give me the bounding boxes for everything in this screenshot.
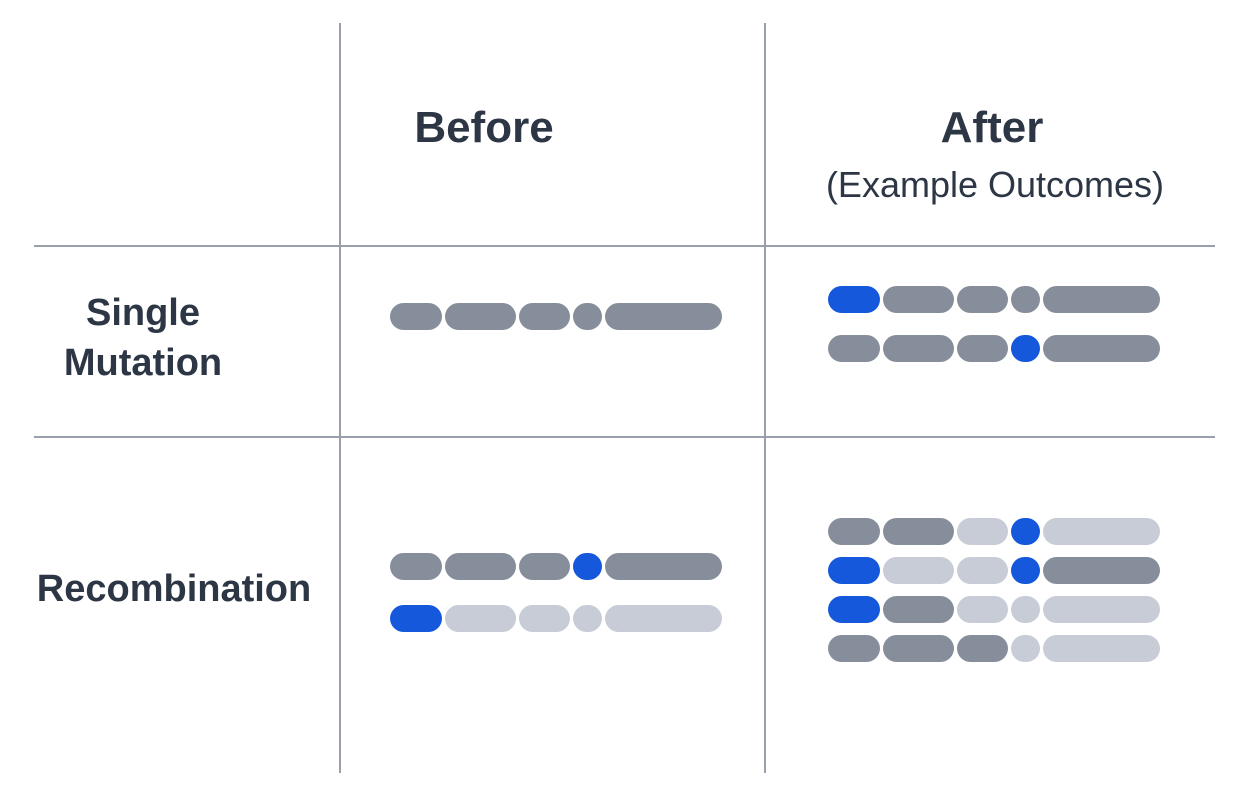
gene-segment-light [1043, 518, 1160, 545]
gene-segment-dark [519, 303, 570, 330]
gene-segment-blue [390, 605, 442, 632]
gene-segment-dark [828, 335, 880, 362]
gene-segment-dark [957, 286, 1008, 313]
chromosome-bar [390, 303, 722, 330]
gene-segment-dark [519, 553, 570, 580]
column-subheader-example-outcomes: (Example Outcomes) [825, 164, 1165, 205]
recombination-after-sequences [828, 518, 1160, 662]
gene-segment-dark [883, 286, 954, 313]
gene-segment-dark [883, 635, 954, 662]
gene-segment-blue [1011, 335, 1040, 362]
gene-segment-light [1043, 596, 1160, 623]
row-label-recombination: Recombination [36, 568, 312, 610]
chromosome-bar [390, 605, 722, 632]
gene-segment-dark [828, 635, 880, 662]
chromosome-bar [828, 557, 1160, 584]
gene-segment-dark [1043, 286, 1160, 313]
gene-segment-light [605, 605, 722, 632]
gene-segment-light [1011, 635, 1040, 662]
gene-segment-light [883, 557, 954, 584]
chromosome-bar [828, 518, 1160, 545]
chromosome-bar [828, 286, 1160, 313]
gene-segment-dark [957, 635, 1008, 662]
row-label-single-mutation-line1: Single [85, 292, 201, 334]
gene-segment-dark [883, 518, 954, 545]
chromosome-bar [828, 596, 1160, 623]
gene-segment-dark [957, 335, 1008, 362]
gene-segment-dark [445, 303, 516, 330]
gene-segment-blue [1011, 518, 1040, 545]
grid-horizontal-line-top [34, 245, 1215, 247]
gene-segment-blue [1011, 557, 1040, 584]
gene-segment-light [1043, 635, 1160, 662]
gene-segment-dark [605, 553, 722, 580]
grid-vertical-line-right [764, 23, 766, 773]
grid-horizontal-line-bottom [34, 436, 1215, 438]
gene-segment-light [1011, 596, 1040, 623]
chromosome-bar [828, 635, 1160, 662]
gene-segment-blue [828, 557, 880, 584]
gene-segment-light [957, 518, 1008, 545]
recombination-before-sequences [390, 553, 722, 632]
gene-segment-dark [883, 335, 954, 362]
single-mutation-before-sequences [390, 303, 722, 330]
row-label-single-mutation: Single Mutation [64, 288, 222, 388]
gene-segment-light [957, 596, 1008, 623]
single-mutation-after-sequences [828, 286, 1160, 362]
gene-segment-dark [883, 596, 954, 623]
grid-vertical-line-left [339, 23, 341, 773]
gene-segment-blue [828, 286, 880, 313]
gene-segment-dark [390, 553, 442, 580]
gene-segment-dark [605, 303, 722, 330]
gene-segment-dark [1011, 286, 1040, 313]
gene-segment-blue [573, 553, 602, 580]
gene-segment-dark [573, 303, 602, 330]
column-header-after: After [940, 103, 1044, 152]
gene-segment-dark [1043, 335, 1160, 362]
gene-segment-blue [828, 596, 880, 623]
gene-segment-light [519, 605, 570, 632]
chromosome-bar [390, 553, 722, 580]
row-label-single-mutation-line2: Mutation [63, 342, 223, 384]
gene-segment-light [573, 605, 602, 632]
gene-segment-light [957, 557, 1008, 584]
gene-segment-light [445, 605, 516, 632]
gene-segment-dark [445, 553, 516, 580]
gene-segment-dark [1043, 557, 1160, 584]
gene-segment-dark [828, 518, 880, 545]
chromosome-bar [828, 335, 1160, 362]
column-header-before: Before [414, 103, 554, 152]
gene-segment-dark [390, 303, 442, 330]
